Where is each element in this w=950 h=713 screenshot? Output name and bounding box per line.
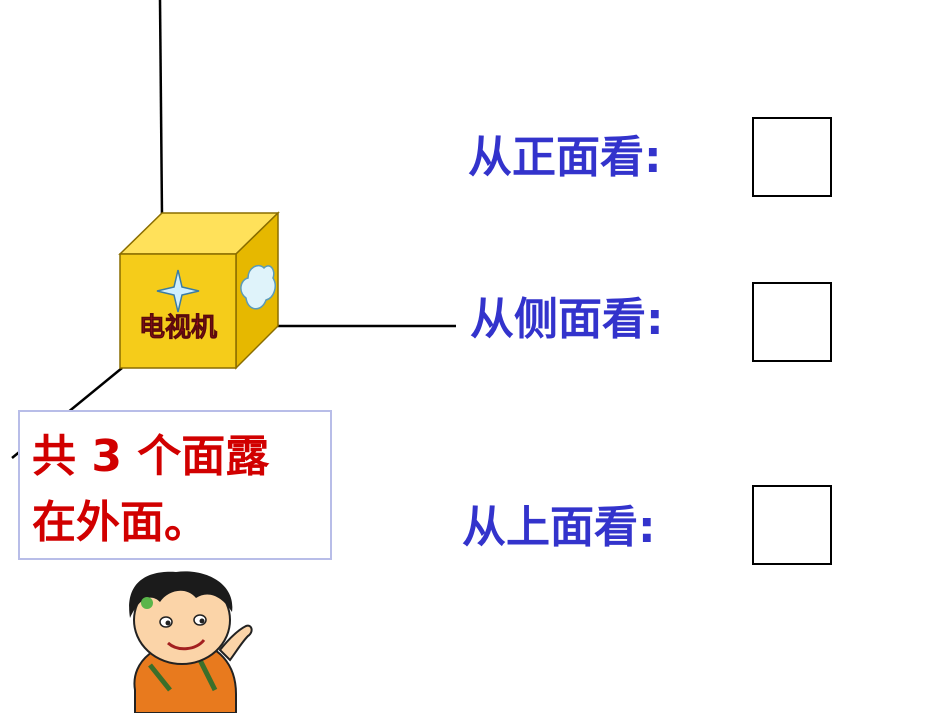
star-icon: [156, 269, 200, 313]
front-view-label: 从正面看:: [468, 132, 662, 183]
cube-front-text: 电视机: [139, 313, 217, 343]
note-line-1: 共 3 个面露: [32, 431, 270, 482]
front-view-answer-box[interactable]: [752, 117, 832, 197]
vertical-axis-line: [158, 0, 164, 217]
cartoon-boy-illustration: [129, 571, 253, 713]
top-view-label: 从上面看:: [462, 502, 656, 553]
tv-cube: 电视机: [118, 211, 280, 370]
note-line-2: 在外面。: [32, 497, 208, 548]
top-view-answer-box[interactable]: [752, 485, 832, 565]
side-view-label: 从侧面看:: [470, 294, 664, 345]
cloud-icon: [240, 264, 276, 310]
exposed-faces-note: 共 3 个面露 在外面。: [18, 410, 332, 560]
side-view-answer-box[interactable]: [752, 282, 832, 362]
